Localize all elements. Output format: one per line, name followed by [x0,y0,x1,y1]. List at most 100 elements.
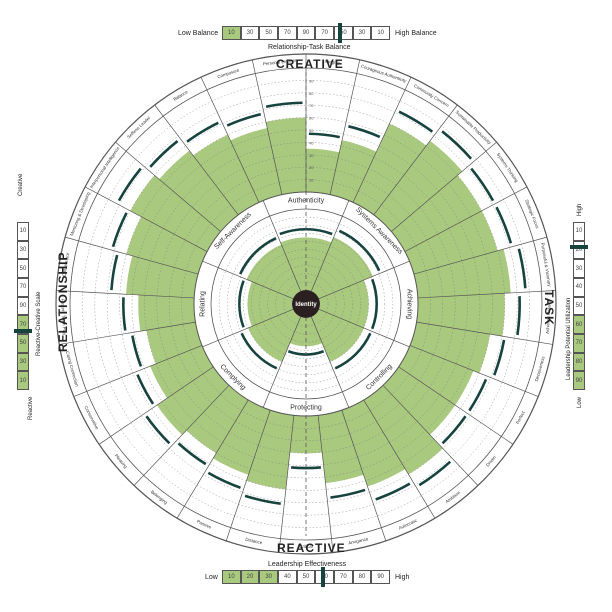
competency-spoke [409,345,539,397]
scale-segment: 10 [573,222,585,241]
scale-segment: 90 [371,570,390,584]
scale-segment: 70 [315,26,334,40]
dimension-spoke [262,200,301,292]
center-disc [292,290,320,318]
competency-marker [441,130,473,160]
competency-fill [363,385,443,475]
scale-segment: 90 [573,371,585,390]
competency-fill [186,385,249,454]
dimension-marker [338,229,381,272]
dimension-spoke [311,316,350,408]
competency-spoke [391,141,497,232]
competency-label: Passive [196,519,213,530]
competency-fill [413,249,511,298]
competency-label: Decisiveness [534,355,546,382]
competency-marker [330,488,366,499]
dimension-fill [318,280,369,328]
scale-segment: 60 [573,315,585,334]
competency-fill [398,345,474,406]
competency-spoke [115,141,221,232]
scale-segment: 10 [222,570,241,584]
scale-marker [320,567,325,587]
competency-marker [110,254,119,291]
competency-fill [230,128,282,203]
competency-spoke [278,415,295,553]
scale-segment: 40 [278,570,297,584]
competency-label: Perfect [515,410,526,425]
competency-spoke [84,186,208,252]
competency-marker [111,212,128,248]
competency-fill [410,322,490,373]
bottom-scale-title: Leadership Effectiveness [268,561,347,568]
scale-segment: 80 [573,352,585,372]
competency-spoke [363,399,436,519]
competency-fill [150,345,214,399]
competency-label: Personal Learner [263,58,298,67]
tick-label: 80 [309,91,314,96]
competency-marker [493,339,506,376]
scale-segment: 70 [17,278,29,297]
scale-segment: 30 [573,259,585,278]
competency-label: Fosters Team Play [60,299,67,336]
competency-marker [265,101,303,108]
scale-segment: 10 [17,371,29,390]
competency-label: Arrogance [348,536,369,545]
scale-marker [570,245,588,250]
scale-marker [14,329,32,334]
dimension-spoke [262,316,301,408]
competency-marker [226,112,262,127]
dimension-spoke [318,309,410,348]
competency-label: Critical [299,544,312,549]
competency-marker [290,466,322,470]
tick-label: 10 [309,178,314,183]
competency-marker [131,335,143,367]
bottom-scale-left-label: Low [205,574,218,581]
scale-segment: 30 [259,570,278,584]
scale-segment: 30 [240,26,260,40]
tick-label: 20 [309,165,314,170]
competency-fill [138,294,196,332]
dimension-label-reactive: REACTIVE [277,541,346,555]
competency-label: Achieves Results [545,299,552,334]
dimension-tick-ring [283,281,329,327]
competency-spoke [225,410,271,542]
competency-fill [159,150,239,232]
dimension-tick-ring [218,216,394,392]
tick-label: 40 [309,140,314,145]
tick-label: 50 [309,128,314,133]
competency-outer-ring [69,67,543,541]
scale-segment: 20 [240,570,260,584]
scale-segment: 30 [352,26,372,40]
scale-segment: 10 [222,26,241,40]
scale-segment: 50 [259,26,278,40]
dimension-label-relationship: RELATIONSHIP [56,251,70,352]
dimension-fill [311,309,364,362]
dimension-label-task: TASK [542,290,556,326]
dimension-marker [371,278,378,330]
bottom-scale-right-label: High [395,574,410,581]
competency-spoke [56,290,195,299]
top-scale-title: Relationship-Task Balance [268,44,351,51]
dimension-marker [238,280,245,328]
dimension-marker [334,332,372,370]
dimension-spoke [318,260,410,299]
scale-segment: 50 [296,570,316,584]
dimension-label: Protecting [290,404,322,411]
competency-fill [130,175,221,252]
competency-marker [136,374,155,405]
dimension-label: Relating [199,291,206,317]
scale-segment: 20 [573,240,585,260]
competency-spoke [352,76,412,203]
dimension-spoke [202,260,294,299]
dimension-marker [239,237,277,275]
scale-segment: 30 [17,352,29,372]
scale-segment: 10 [17,222,29,241]
dimension-label-creative: CREATIVE [276,57,344,71]
competency-marker [418,460,452,487]
dimension-tick-ring [275,273,337,335]
competency-fill [330,140,377,203]
tick-label: 70 [309,103,314,108]
